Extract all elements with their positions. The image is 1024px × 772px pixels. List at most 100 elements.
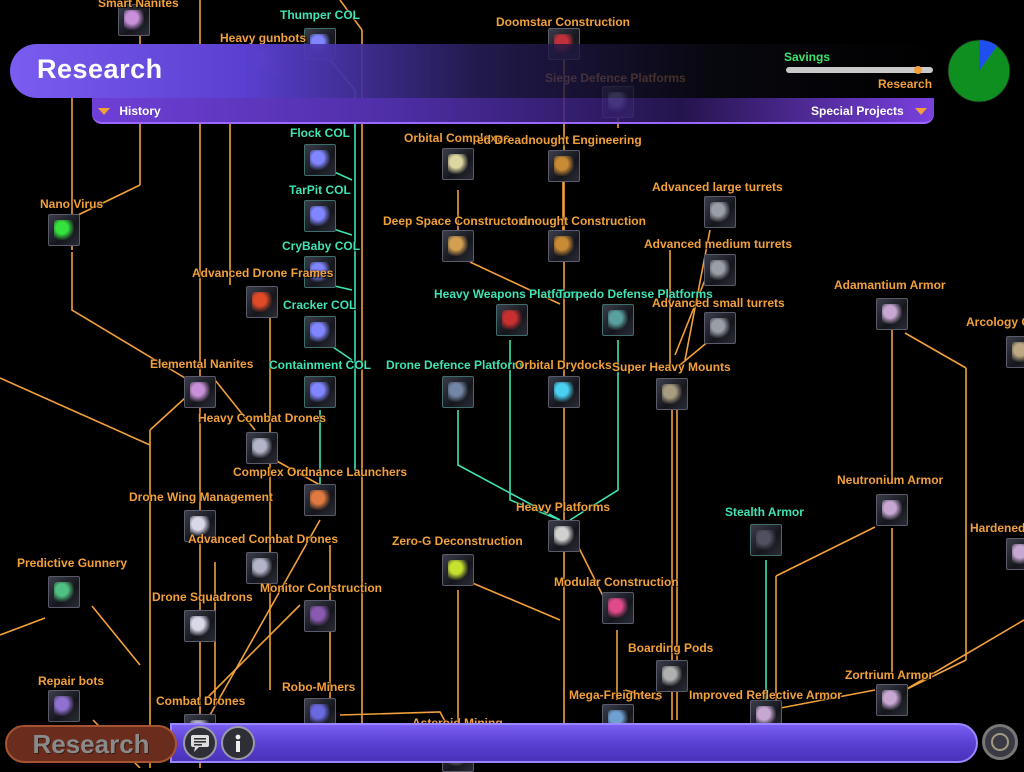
tech-label-advanced-combat-drones[interactable]: Advanced Combat Drones: [188, 532, 339, 546]
tech-label-stealth-armor[interactable]: Stealth Armor: [725, 505, 804, 519]
dreadnought-icon: [554, 156, 574, 176]
tech-label-zero-g-deconstruction[interactable]: Zero-G Deconstruction: [392, 534, 523, 548]
pod-icon: [662, 666, 682, 686]
tech-label-heavy-combat-drones[interactable]: Heavy Combat Drones: [198, 411, 327, 425]
tech-label-monitor-construction[interactable]: Monitor Construction: [260, 581, 382, 595]
tech-node-heavy-platforms[interactable]: [548, 520, 580, 552]
tech-node-repair-bots[interactable]: [48, 690, 80, 722]
tech-label-advanced-medium-turrets[interactable]: Advanced medium turrets: [644, 237, 793, 251]
tech-node-drone-wing-management[interactable]: [184, 510, 216, 542]
tech-label-orbital-complexes[interactable]: Orbital Complexes: [404, 131, 511, 145]
tech-node-boarding-pods[interactable]: [656, 660, 688, 692]
tech-node-deep-space-constructors[interactable]: [442, 230, 474, 262]
tech-node-advanced-combat-drones[interactable]: [246, 552, 278, 584]
heavy-platform-icon: [554, 526, 574, 546]
tech-label-elemental-nanites[interactable]: Elemental Nanites: [150, 357, 254, 371]
tech-node-elemental-nanites[interactable]: [184, 376, 216, 408]
tech-node-torpedo-defense-platforms[interactable]: [602, 304, 634, 336]
tech-label-doomstar-construction[interactable]: Doomstar Construction: [496, 15, 631, 29]
tech-label-arcology[interactable]: Arcology C: [966, 315, 1024, 329]
tech-node-neutronium-armor[interactable]: [876, 494, 908, 526]
tech-label-cracker-col[interactable]: Cracker COL: [283, 298, 357, 312]
slider-handle[interactable]: [914, 66, 923, 74]
tech-label-thumper-col[interactable]: Thumper COL: [280, 8, 360, 22]
tech-node-dreadnought-engineering[interactable]: [548, 150, 580, 182]
tech-node-zero-g-deconstruction[interactable]: [442, 554, 474, 586]
tech-label-mega-freighters[interactable]: Mega-Freighters: [569, 688, 663, 702]
tech-node-arcology[interactable]: [1006, 336, 1024, 368]
tech-label-flock-col[interactable]: Flock COL: [290, 126, 351, 140]
tech-label-modular-construction[interactable]: Modular Construction: [554, 575, 679, 589]
special-projects-dropdown[interactable]: Special Projects: [811, 104, 928, 118]
tech-label-smart-nanites[interactable]: Smart Nanites: [98, 0, 179, 10]
tech-label-adamantium-armor[interactable]: Adamantium Armor: [834, 278, 946, 292]
history-dropdown[interactable]: History: [98, 104, 161, 118]
tech-node-nano-virus[interactable]: [48, 214, 80, 246]
tech-label-heavy-platforms[interactable]: Heavy Platforms: [516, 500, 611, 514]
tech-label-tarpit-col[interactable]: TarPit COL: [289, 183, 351, 197]
tech-node-tarpit-col[interactable]: [304, 200, 336, 232]
tech-label-repair-bots[interactable]: Repair bots: [38, 674, 105, 688]
tech-node-monitor-construction[interactable]: [304, 600, 336, 632]
tech-node-containment-col[interactable]: [304, 376, 336, 408]
tech-label-drone-squadrons[interactable]: Drone Squadrons: [152, 590, 253, 604]
tech-label-hardened[interactable]: Hardened: [970, 521, 1024, 535]
tech-node-heavy-weapons-platform[interactable]: [496, 304, 528, 336]
tech-label-crybaby-col[interactable]: CryBaby COL: [282, 239, 361, 253]
tech-node-super-heavy-mounts[interactable]: [656, 378, 688, 410]
tech-label-heavy-gunbots[interactable]: Heavy gunbots: [220, 31, 307, 45]
tech-node-heavy-combat-drones[interactable]: [246, 432, 278, 464]
tech-node-orbital-complexes[interactable]: [442, 148, 474, 180]
drydock-icon: [554, 382, 574, 402]
tech-label-robo-miners[interactable]: Robo-Miners: [282, 680, 356, 694]
tech-node-modular-construction[interactable]: [602, 592, 634, 624]
tech-label-advanced-small-turrets[interactable]: Advanced small turrets: [652, 296, 785, 310]
tech-label-heavy-weapons-platform[interactable]: Heavy Weapons Platform: [434, 287, 578, 301]
tech-label-drone-defence-platform[interactable]: Drone Defence Platform: [386, 358, 523, 372]
tech-label-dreadnought-construction[interactable]: dnought Construction: [520, 214, 646, 228]
tech-label-complex-ordnance-launchers[interactable]: Complex Ordnance Launchers: [233, 465, 408, 479]
tech-label-advanced-drone-frames[interactable]: Advanced Drone Frames: [192, 266, 334, 280]
tech-label-zortrium-armor[interactable]: Zortrium Armor: [845, 668, 934, 682]
research-screen-button[interactable]: Research: [5, 725, 177, 763]
special-projects-label: Special Projects: [811, 104, 904, 118]
tech-node-adamantium-armor[interactable]: [876, 298, 908, 330]
tech-node-drone-defence-platform[interactable]: [442, 376, 474, 408]
tech-node-predictive-gunnery[interactable]: [48, 576, 80, 608]
tech-label-improved-reflective-armor[interactable]: Improved Reflective Armor: [689, 688, 842, 702]
tech-node-advanced-drone-frames[interactable]: [246, 286, 278, 318]
tech-label-predictive-gunnery[interactable]: Predictive Gunnery: [17, 556, 128, 570]
tech-node-flock-col[interactable]: [304, 144, 336, 176]
tech-label-combat-drones[interactable]: Combat Drones: [156, 694, 246, 708]
tech-label-containment-col[interactable]: Containment COL: [269, 358, 371, 372]
tech-label-deep-space-constructors[interactable]: Deep Space Constructors: [383, 214, 530, 228]
end-turn-button[interactable]: [982, 724, 1018, 760]
tech-node-zortrium-armor[interactable]: [876, 684, 908, 716]
tech-node-cracker-col[interactable]: [304, 316, 336, 348]
tech-node-smart-nanites[interactable]: [118, 4, 150, 36]
tech-node-advanced-small-turrets[interactable]: [704, 312, 736, 344]
tech-label-torpedo-defense-platforms[interactable]: Torpedo Defense Platforms: [557, 287, 713, 301]
info-button[interactable]: [221, 726, 255, 760]
tech-label-nano-virus[interactable]: Nano Virus: [40, 197, 104, 211]
tech-label-dreadnought-engineering[interactable]: ed Dreadnought Engineering: [477, 133, 642, 147]
tech-node-dreadnought-construction[interactable]: [548, 230, 580, 262]
tech-label-neutronium-armor[interactable]: Neutronium Armor: [837, 473, 944, 487]
tech-node-advanced-large-turrets[interactable]: [704, 196, 736, 228]
history-label: History: [119, 104, 161, 118]
tech-node-drone-squadrons[interactable]: [184, 610, 216, 642]
chat-button[interactable]: [183, 726, 217, 760]
tech-label-drone-wing-management[interactable]: Drone Wing Management: [129, 490, 273, 504]
nanites-icon: [190, 382, 210, 402]
savings-research-slider[interactable]: [786, 66, 933, 74]
tech-label-boarding-pods[interactable]: Boarding Pods: [628, 641, 714, 655]
tech-label-orbital-drydocks[interactable]: Orbital Drydocks: [515, 358, 612, 372]
tech-node-stealth-armor[interactable]: [750, 524, 782, 556]
tech-node-complex-ordnance-launchers[interactable]: [304, 484, 336, 516]
tech-label-advanced-large-turrets[interactable]: Advanced large turrets: [652, 180, 783, 194]
tech-node-advanced-medium-turrets[interactable]: [704, 254, 736, 286]
tech-node-orbital-drydocks[interactable]: [548, 376, 580, 408]
tech-label-super-heavy-mounts[interactable]: Super Heavy Mounts: [612, 360, 731, 374]
tech-node-hardened[interactable]: [1006, 538, 1024, 570]
tech-node-crybaby-col[interactable]: [304, 256, 336, 288]
